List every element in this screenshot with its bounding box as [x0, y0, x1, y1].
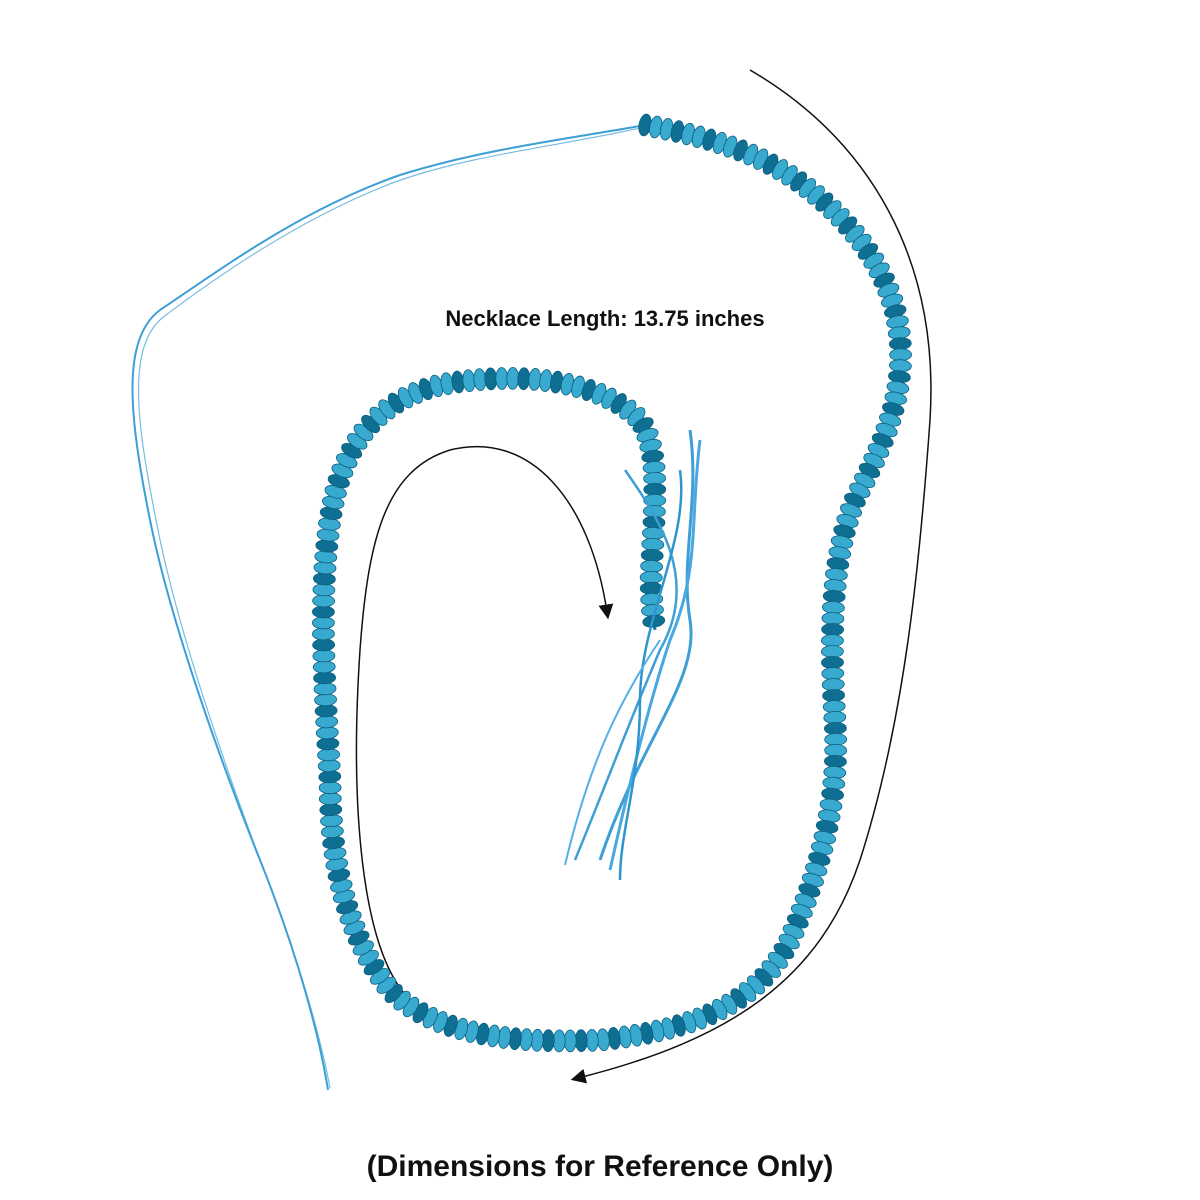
bead [821, 656, 844, 669]
bead [643, 471, 666, 485]
bead [821, 667, 845, 680]
bead [315, 715, 339, 729]
bead [312, 583, 336, 597]
bead [314, 704, 338, 718]
bead [312, 638, 335, 652]
bead [318, 781, 342, 795]
bead [642, 515, 666, 529]
bead [822, 689, 845, 702]
bead [495, 367, 509, 390]
bead [824, 732, 848, 746]
bead [552, 1029, 566, 1053]
bead [639, 581, 663, 595]
bead [312, 627, 335, 641]
bead [889, 359, 912, 373]
necklace-length-label: Necklace Length: 13.75 inches [445, 306, 765, 331]
bead [824, 754, 847, 768]
bead [530, 1028, 544, 1052]
inner-measure-arrow [355, 445, 633, 1048]
bead [312, 649, 336, 663]
bead [824, 721, 847, 735]
loose-thread-2 [137, 127, 641, 1089]
reference-note: (Dimensions for Reference Only) [366, 1150, 834, 1183]
bead [821, 678, 845, 691]
bead [484, 367, 498, 391]
tassel-icon [564, 429, 702, 881]
bead [541, 1029, 555, 1053]
bead [312, 594, 335, 608]
bead [312, 660, 336, 674]
bead [641, 537, 665, 551]
bead [639, 570, 663, 584]
bead [824, 743, 848, 757]
loose-thread [131, 125, 641, 1091]
bead [318, 770, 342, 784]
bead [319, 803, 343, 817]
bead [821, 634, 844, 647]
bead [889, 348, 912, 362]
bead-strand-icon [311, 113, 912, 1053]
bead [312, 605, 335, 619]
bead [563, 1029, 577, 1053]
bead [314, 693, 337, 707]
bead [517, 367, 531, 391]
bead [643, 482, 667, 496]
bead [640, 559, 663, 573]
outer-measure-arrow [570, 69, 932, 1084]
bead [821, 645, 844, 658]
bead [311, 616, 335, 630]
bead [506, 367, 520, 390]
bead [821, 623, 844, 636]
bead [313, 572, 336, 586]
bead [821, 612, 845, 625]
bead [313, 671, 336, 685]
bead [585, 1029, 599, 1052]
bead [318, 792, 342, 806]
bead [640, 548, 664, 562]
bead [315, 726, 339, 740]
bead [574, 1029, 588, 1053]
